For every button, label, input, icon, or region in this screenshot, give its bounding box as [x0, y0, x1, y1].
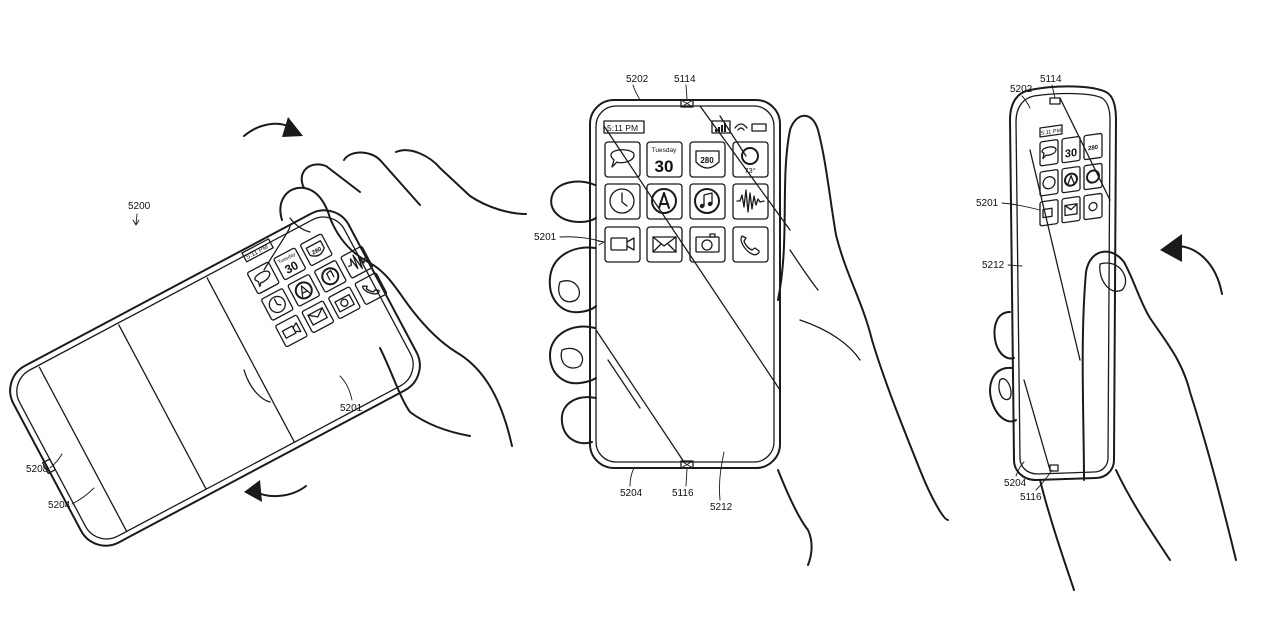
center-battery-icon — [751, 123, 767, 132]
center-ref-5212: 5212 — [710, 502, 733, 513]
right-ref-5201: 5201 — [976, 198, 999, 209]
center-hand-palm — [777, 469, 813, 566]
center-app-messages — [604, 141, 641, 178]
svg-text:30: 30 — [655, 157, 674, 176]
center-ref-5202: 5202 — [626, 74, 649, 85]
right-ref-5212: 5212 — [982, 260, 1005, 271]
center-finger-4 — [560, 396, 597, 445]
left-ref-5204: 5204 — [48, 500, 71, 511]
svg-text:30: 30 — [282, 258, 301, 277]
left-ref-5200-arrow — [132, 213, 140, 226]
right-ref-5116: 5116 — [1020, 492, 1042, 503]
right-ref-5204: 5204 — [1004, 478, 1027, 489]
center-phone-inner — [595, 105, 775, 463]
right-bottom-sensor — [1049, 464, 1059, 472]
svg-text:Tuesday: Tuesday — [652, 147, 677, 154]
svg-text:73°: 73° — [744, 166, 755, 175]
center-ref-5114: 5114 — [674, 74, 696, 85]
right-phone-body — [1009, 85, 1117, 481]
center-ref-5116: 5116 — [672, 488, 694, 499]
center-phone-body — [589, 99, 781, 469]
center-fingernail-2 — [558, 280, 581, 303]
svg-text:280: 280 — [1088, 145, 1099, 152]
left-view: 5200 5:11 PM Tuesday 30 — [9, 117, 527, 547]
center-status-time: 5:11 PM — [607, 123, 638, 133]
right-ref-5202: 5202 — [1010, 84, 1033, 95]
rotate-arrow-right — [1175, 245, 1223, 295]
left-ref-5200: 5200 — [128, 201, 151, 212]
svg-text:280: 280 — [311, 246, 323, 256]
center-app-weather: 73° — [732, 141, 769, 178]
center-view: 5:11 PM Tuesday 30 280 73° — [534, 74, 949, 566]
right-finger-2 — [989, 366, 1017, 423]
center-app-clock — [604, 183, 641, 220]
right-phone-inner — [1015, 92, 1111, 475]
right-top-sensor — [1049, 97, 1061, 105]
right-view: 5:11 PM 30 280 — [976, 74, 1237, 591]
center-app-appstore — [646, 183, 683, 220]
right-ref-5114: 5114 — [1040, 74, 1062, 85]
left-ref-5201: 5201 — [340, 403, 363, 414]
center-app-mail — [646, 226, 683, 263]
right-finger-1 — [993, 311, 1015, 360]
center-wifi-icon — [734, 123, 748, 131]
center-app-phone — [732, 226, 769, 263]
center-hand-thumb — [777, 114, 949, 521]
center-bottom-sensor — [680, 460, 694, 469]
svg-text:30: 30 — [1065, 147, 1077, 161]
center-ref-5201: 5201 — [534, 232, 557, 243]
center-app-maps: 280 — [689, 141, 726, 178]
center-app-music — [689, 183, 726, 220]
rotate-arrow-bottom — [255, 485, 307, 498]
center-ref-5204: 5204 — [620, 488, 643, 499]
center-app-camera — [689, 226, 726, 263]
center-top-sensor — [680, 99, 694, 108]
right-status-time: 5:11 PM — [1041, 128, 1061, 137]
center-status-time-box — [603, 120, 645, 134]
center-app-video — [604, 226, 641, 263]
center-signal-icon — [711, 120, 731, 134]
svg-text:280: 280 — [700, 156, 714, 165]
center-app-calendar: Tuesday 30 — [646, 141, 683, 178]
right-hand-thumb — [1081, 250, 1237, 561]
left-side-sensor — [42, 458, 57, 475]
center-app-voice-memos — [732, 183, 769, 220]
center-hand-crease — [789, 249, 861, 361]
center-fingernail-3 — [560, 347, 584, 369]
left-phone-body — [9, 209, 421, 547]
left-ref-5208: 5208 — [26, 464, 49, 475]
right-hand-palm — [1039, 469, 1171, 591]
